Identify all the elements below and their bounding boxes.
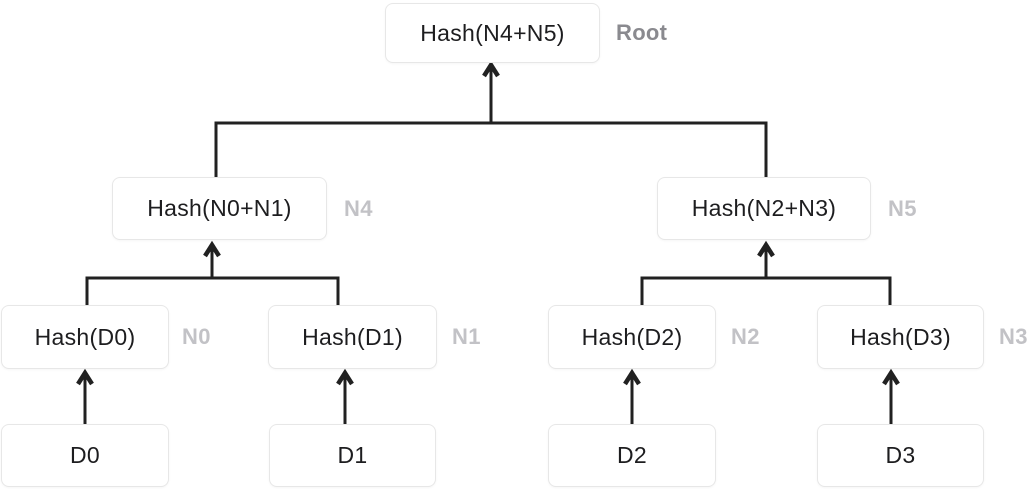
node-n4-box: Hash(N0+N1): [112, 177, 327, 240]
node-n2-label: N2: [731, 324, 760, 349]
node-d3-box: D3: [817, 424, 984, 487]
connector-n2n3-to-n5-bus: [640, 276, 892, 305]
arrow-up-icon: [882, 368, 900, 386]
node-d3-text: D3: [885, 442, 916, 468]
node-n4-label: N4: [344, 196, 373, 221]
node-n5-box: Hash(N2+N3): [657, 177, 871, 240]
arrow-up-icon: [336, 368, 354, 386]
node-n5-label: N5: [888, 196, 917, 221]
node-n2-box: Hash(D2): [548, 305, 716, 369]
connector-n4n5-to-root-bus: [214, 121, 768, 177]
arrow-up-icon: [623, 368, 641, 386]
node-n3-box: Hash(D3): [817, 305, 984, 369]
node-n0-text: Hash(D0): [34, 323, 136, 350]
node-n3-label: N3: [999, 324, 1028, 349]
node-d1-text: D1: [337, 442, 368, 468]
arrow-up-icon: [203, 240, 221, 258]
node-n0-label: N0: [182, 324, 211, 349]
node-n1-label: N1: [452, 324, 481, 349]
node-d1-box: D1: [269, 424, 436, 487]
node-n2-text: Hash(D2): [581, 323, 683, 350]
node-n4-text: Hash(N0+N1): [147, 195, 292, 221]
node-n3-text: Hash(D3): [850, 323, 951, 350]
node-root-label: Root: [616, 20, 668, 45]
node-d2-text: D2: [616, 442, 647, 468]
node-d0-box: D0: [1, 424, 169, 487]
arrow-up-icon: [76, 368, 94, 386]
arrow-up-icon: [757, 240, 775, 258]
node-root-box: Hash(N4+N5): [385, 3, 600, 63]
node-n1-box: Hash(D1): [268, 305, 437, 369]
node-n5-text: Hash(N2+N3): [691, 195, 837, 221]
node-n1-text: Hash(D1): [302, 323, 403, 350]
connector-n0n1-to-n4-bus: [85, 276, 340, 305]
arrow-up-icon: [482, 60, 500, 78]
node-root-text: Hash(N4+N5): [420, 19, 565, 46]
node-d2-box: D2: [548, 424, 716, 487]
node-n0-box: Hash(D0): [1, 305, 169, 369]
node-d0-text: D0: [69, 442, 100, 468]
